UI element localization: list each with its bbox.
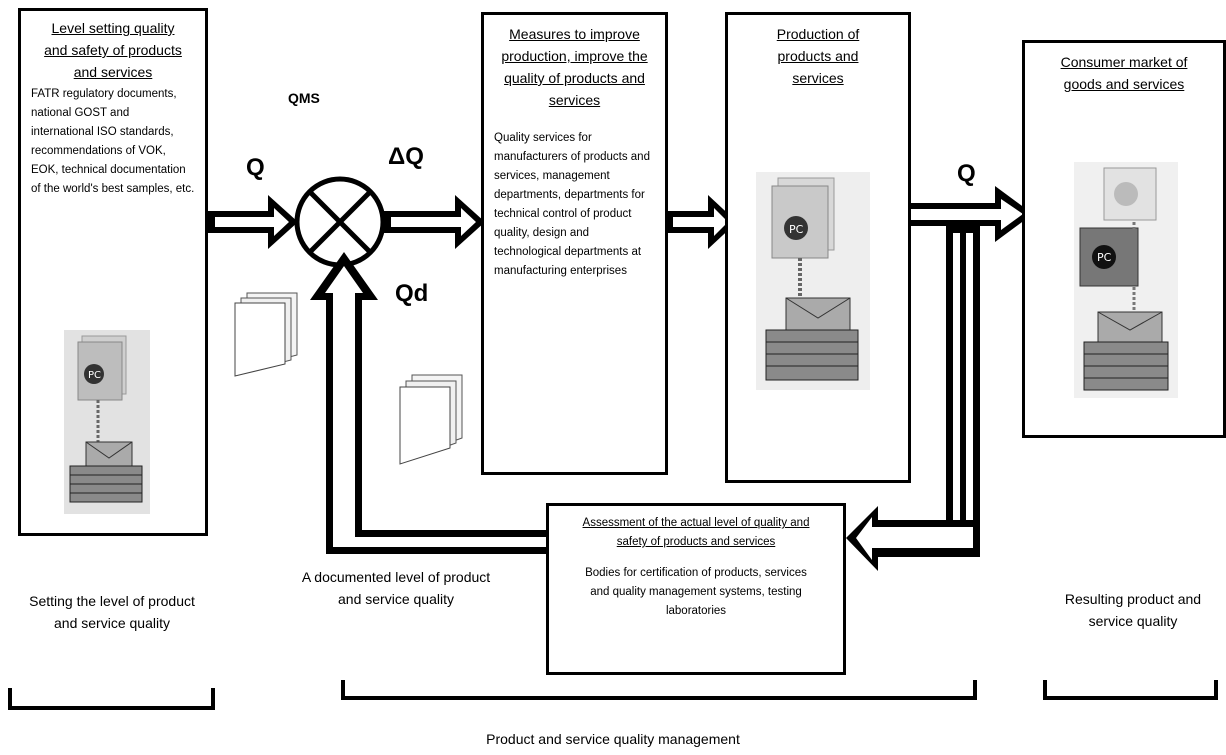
assessment-body: Bodies for certification of products, se… bbox=[585, 567, 807, 617]
document-stack-icon bbox=[234, 292, 298, 377]
stamp-mark: PC bbox=[1097, 251, 1112, 264]
certified-package-icon: PC bbox=[756, 172, 870, 390]
bracket-resulting bbox=[1043, 680, 1218, 700]
stamp-mark: PC bbox=[789, 223, 804, 236]
resulting-quality-label: Resulting product and service quality bbox=[1064, 591, 1202, 629]
measures-body: Quality services for manufacturers of pr… bbox=[494, 132, 650, 277]
level-setting-body: FATR regulatory documents, national GOST… bbox=[31, 88, 195, 195]
assessment-box: Assessment of the actual level of qualit… bbox=[546, 503, 846, 675]
management-label: Product and service quality management bbox=[486, 731, 740, 747]
measures-box: Measures to improve production, improve … bbox=[481, 12, 668, 475]
arrow-qd-feedback bbox=[310, 252, 378, 554]
arrow-measures-to-production bbox=[665, 195, 737, 249]
production-title: Production of products and services bbox=[776, 26, 860, 86]
delta-q-label: ΔQ bbox=[388, 143, 424, 170]
bracket-setting bbox=[8, 688, 215, 710]
comparator-circle bbox=[294, 176, 386, 268]
arrow-delta-q bbox=[383, 195, 485, 249]
bracket-management bbox=[341, 680, 977, 700]
arrow-to-assessment bbox=[846, 506, 980, 571]
certified-package-icon: PC bbox=[1074, 162, 1178, 398]
level-setting-title: Level setting quality and safety of prod… bbox=[44, 20, 182, 80]
stamp-mark: PC bbox=[88, 370, 101, 381]
feedback-down-line bbox=[946, 226, 980, 526]
arrow-q-input bbox=[207, 195, 298, 249]
feedback-horizontal bbox=[326, 530, 552, 554]
setting-level-label: Setting the level of product and service… bbox=[29, 593, 195, 631]
q-output-label: Q bbox=[957, 160, 976, 187]
q-input-label: Q bbox=[246, 154, 265, 181]
measures-title: Measures to improve production, improve … bbox=[501, 26, 648, 108]
arrow-q-output bbox=[902, 186, 1033, 242]
document-stack-icon bbox=[399, 374, 463, 465]
certified-package-icon: PC bbox=[64, 330, 150, 514]
assessment-title: Assessment of the actual level of qualit… bbox=[582, 517, 810, 548]
qms-label: QMS bbox=[288, 90, 320, 106]
documented-level-label: A documented level of product and servic… bbox=[301, 569, 491, 607]
consumer-title: Consumer market of goods and services bbox=[1060, 54, 1188, 92]
qd-label: Qd bbox=[395, 280, 429, 307]
